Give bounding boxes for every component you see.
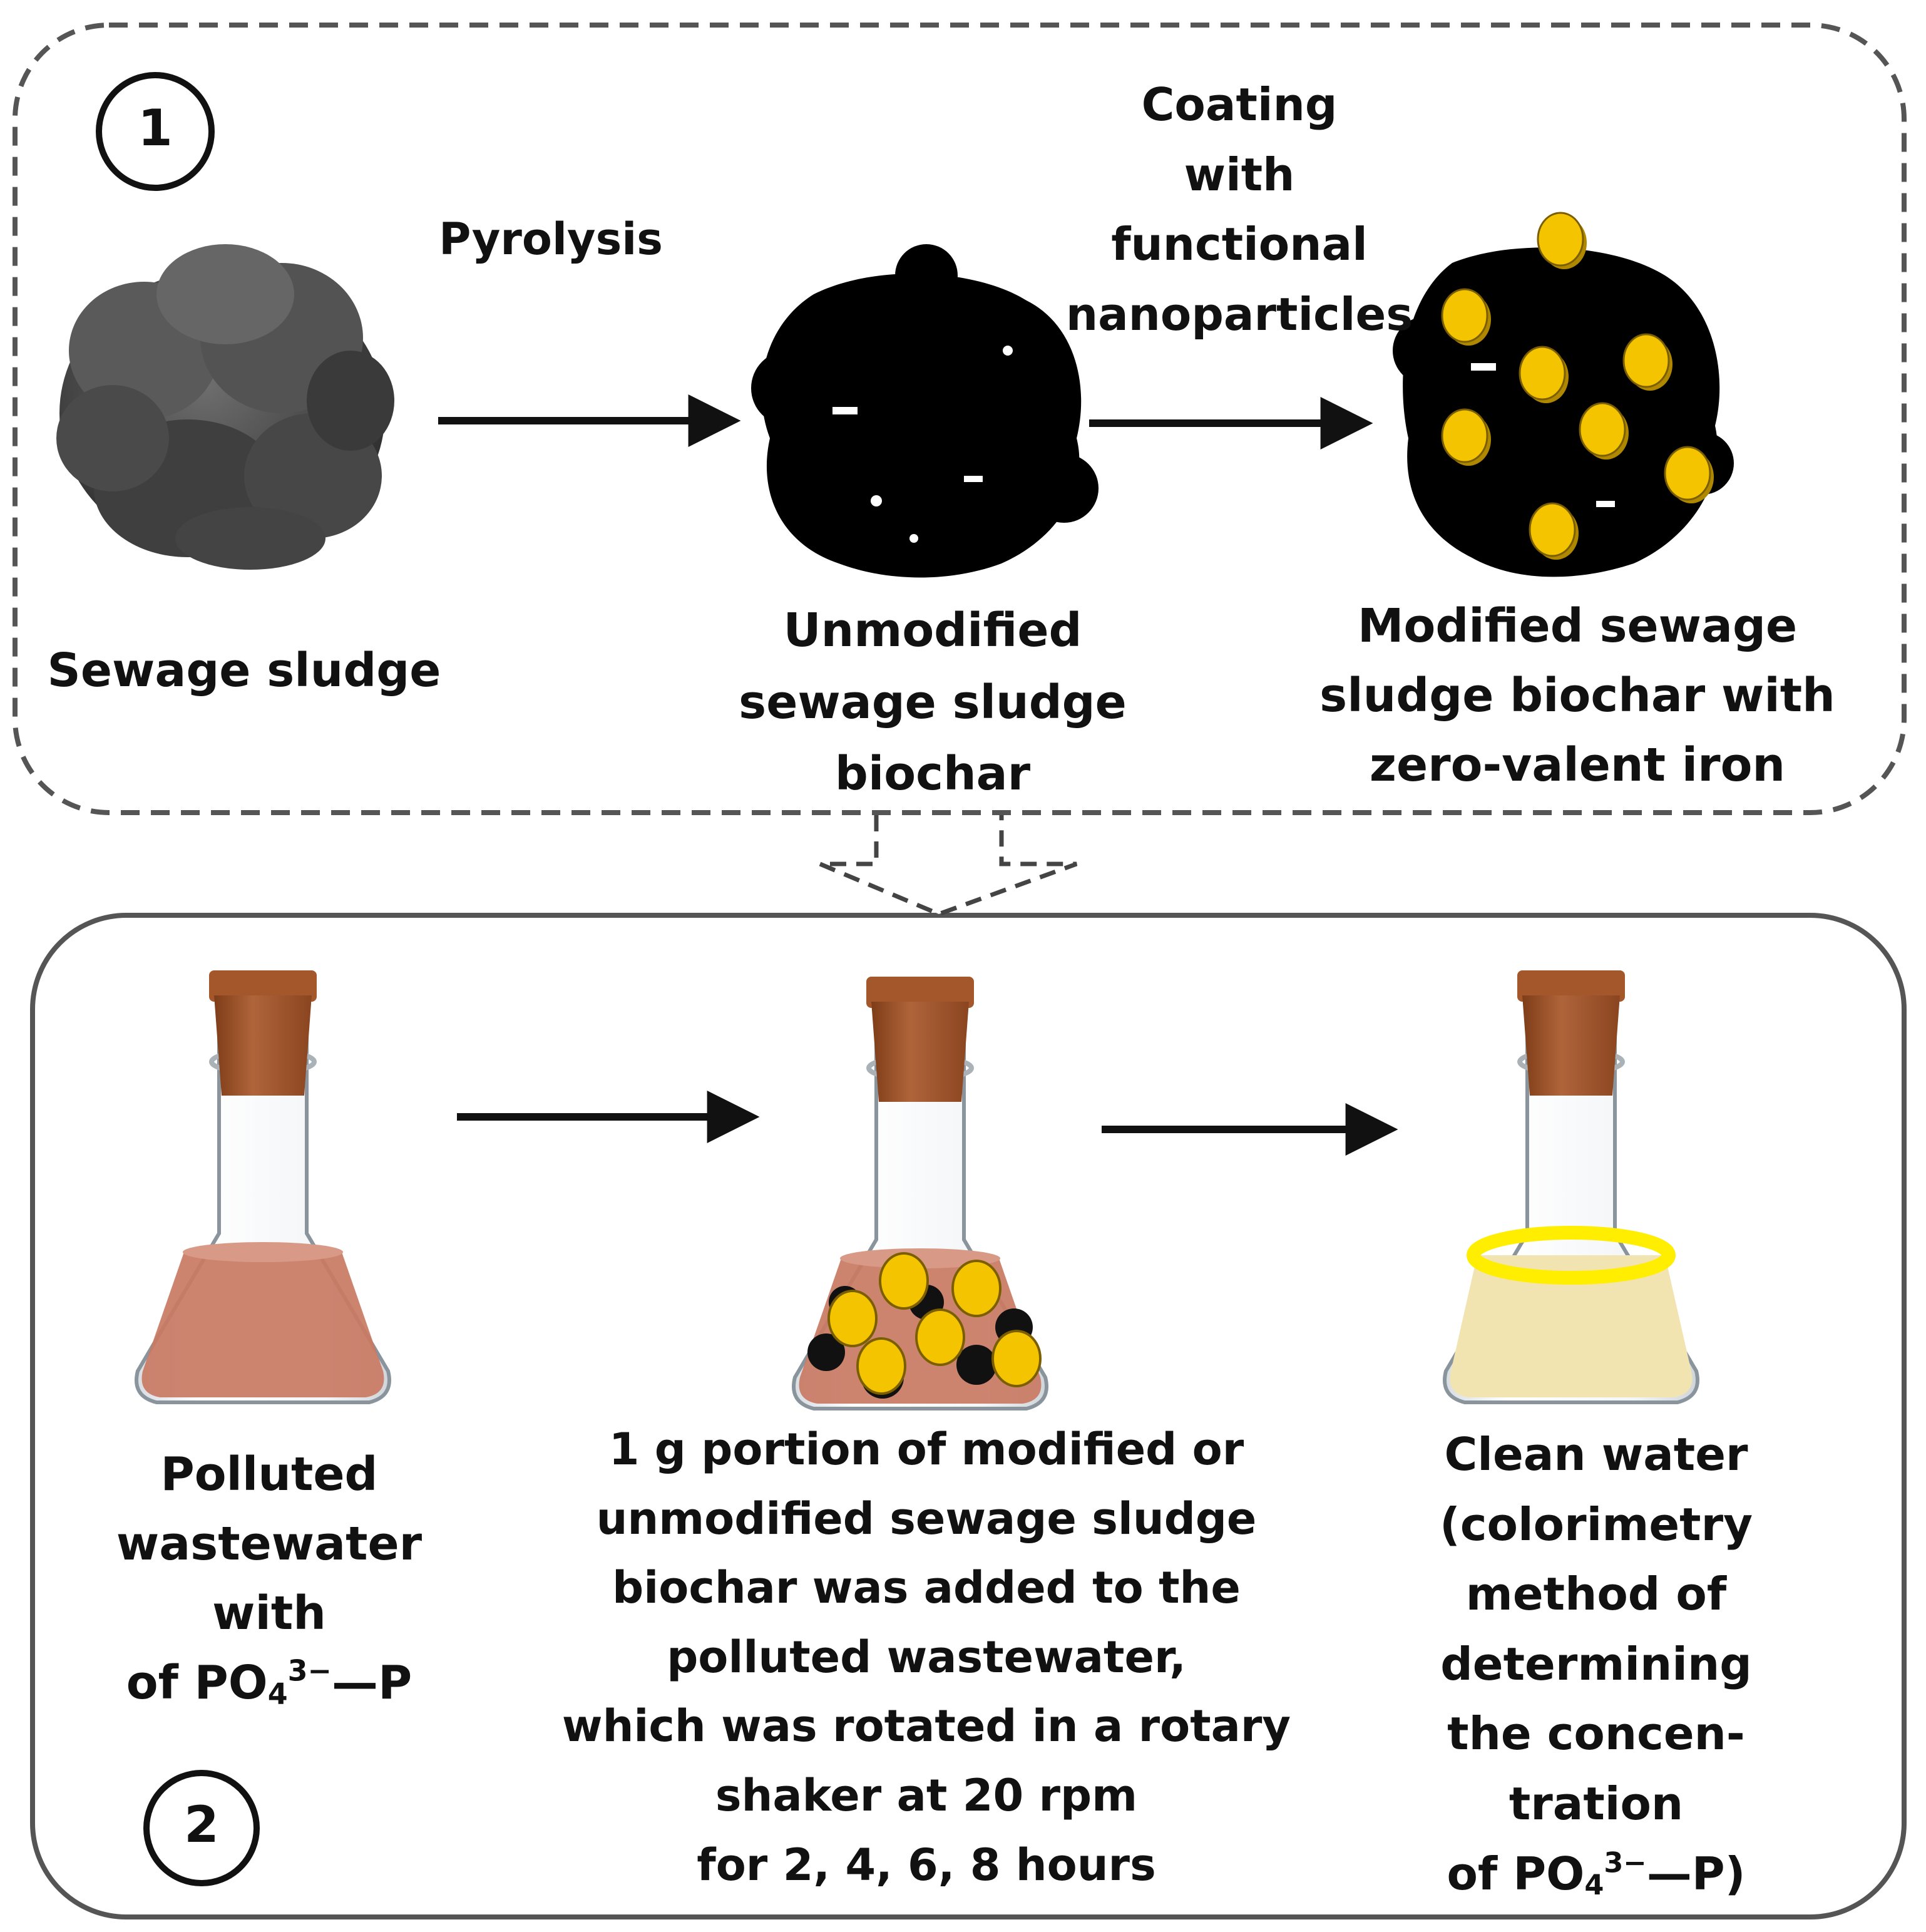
portion-line: polluted wastewater, <box>667 1631 1186 1683</box>
coating-line: nanoparticles <box>1065 287 1413 341</box>
unmodified-biochar-label: Unmodified sewage sludge biochar <box>695 595 1170 810</box>
stage1-frame <box>13 23 1907 815</box>
portion-line: 1 g portion of modified or <box>608 1424 1244 1475</box>
flask-polluted <box>135 970 391 1404</box>
portion-line: biochar was added to the <box>612 1562 1241 1614</box>
coating-label: Coating with functional nanoparticles <box>1052 70 1427 349</box>
polluted-line: wastewater <box>116 1517 423 1571</box>
modified-biochar-label: Modified sewage sludge biochar with zero… <box>1302 592 1853 800</box>
flask-with-biochar <box>792 977 1048 1410</box>
dashed-down-arrow <box>819 815 1078 917</box>
clean-line: method of <box>1465 1568 1727 1621</box>
step1-number: 1 <box>138 99 173 157</box>
polluted-line: with <box>212 1586 326 1640</box>
coating-line: with <box>1184 148 1295 201</box>
modified-line: Modified sewage <box>1357 599 1798 653</box>
step1-circle <box>96 72 215 191</box>
sewage-sludge-label: Sewage sludge <box>47 644 441 697</box>
portion-line: unmodified sewage sludge <box>596 1493 1257 1544</box>
modified-line: zero-valent iron <box>1369 738 1786 792</box>
flask-clean-water <box>1443 970 1699 1404</box>
pyrolysis-label: Pyrolysis <box>439 213 663 265</box>
portion-line: shaker at 20 rpm <box>715 1769 1138 1821</box>
clean-line: determining <box>1440 1637 1752 1690</box>
modified-line: sludge biochar with <box>1319 669 1835 722</box>
polluted-wastewater-label: Polluted wastewater with of PO43−—P <box>75 1440 463 1718</box>
phosphate-formula: of PO43−—P <box>126 1653 412 1711</box>
portion-line: for 2, 4, 6, 8 hours <box>697 1839 1156 1891</box>
stage2-frame <box>30 913 1907 1919</box>
coating-line: functional <box>1111 218 1368 271</box>
polluted-line: Polluted <box>160 1447 378 1501</box>
coating-line: Coating <box>1141 78 1338 131</box>
sewage-sludge-pile <box>56 244 394 570</box>
clean-line: tration <box>1509 1777 1684 1830</box>
clean-line: (colorimetry <box>1439 1498 1753 1551</box>
unmodified-biochar <box>751 244 1099 578</box>
zero-valent-iron-particles <box>1441 212 1714 560</box>
unmodified-line: Unmodified <box>783 604 1082 657</box>
clean-water-label: Clean water (colorimetry method of deter… <box>1402 1420 1790 1909</box>
unmodified-line: sewage sludge <box>739 675 1127 729</box>
step2-circle <box>143 1770 260 1886</box>
clean-line: the concen- <box>1447 1707 1745 1760</box>
phosphate-formula: of PO43−—P) <box>1447 1846 1746 1901</box>
biochar-portion-label: 1 g portion of modified or unmodified se… <box>551 1415 1302 1899</box>
step2-number: 2 <box>184 1796 219 1854</box>
unmodified-line: biochar <box>834 747 1031 801</box>
clean-line: Clean water <box>1444 1428 1748 1481</box>
portion-line: which was rotated in a rotary <box>561 1700 1291 1752</box>
